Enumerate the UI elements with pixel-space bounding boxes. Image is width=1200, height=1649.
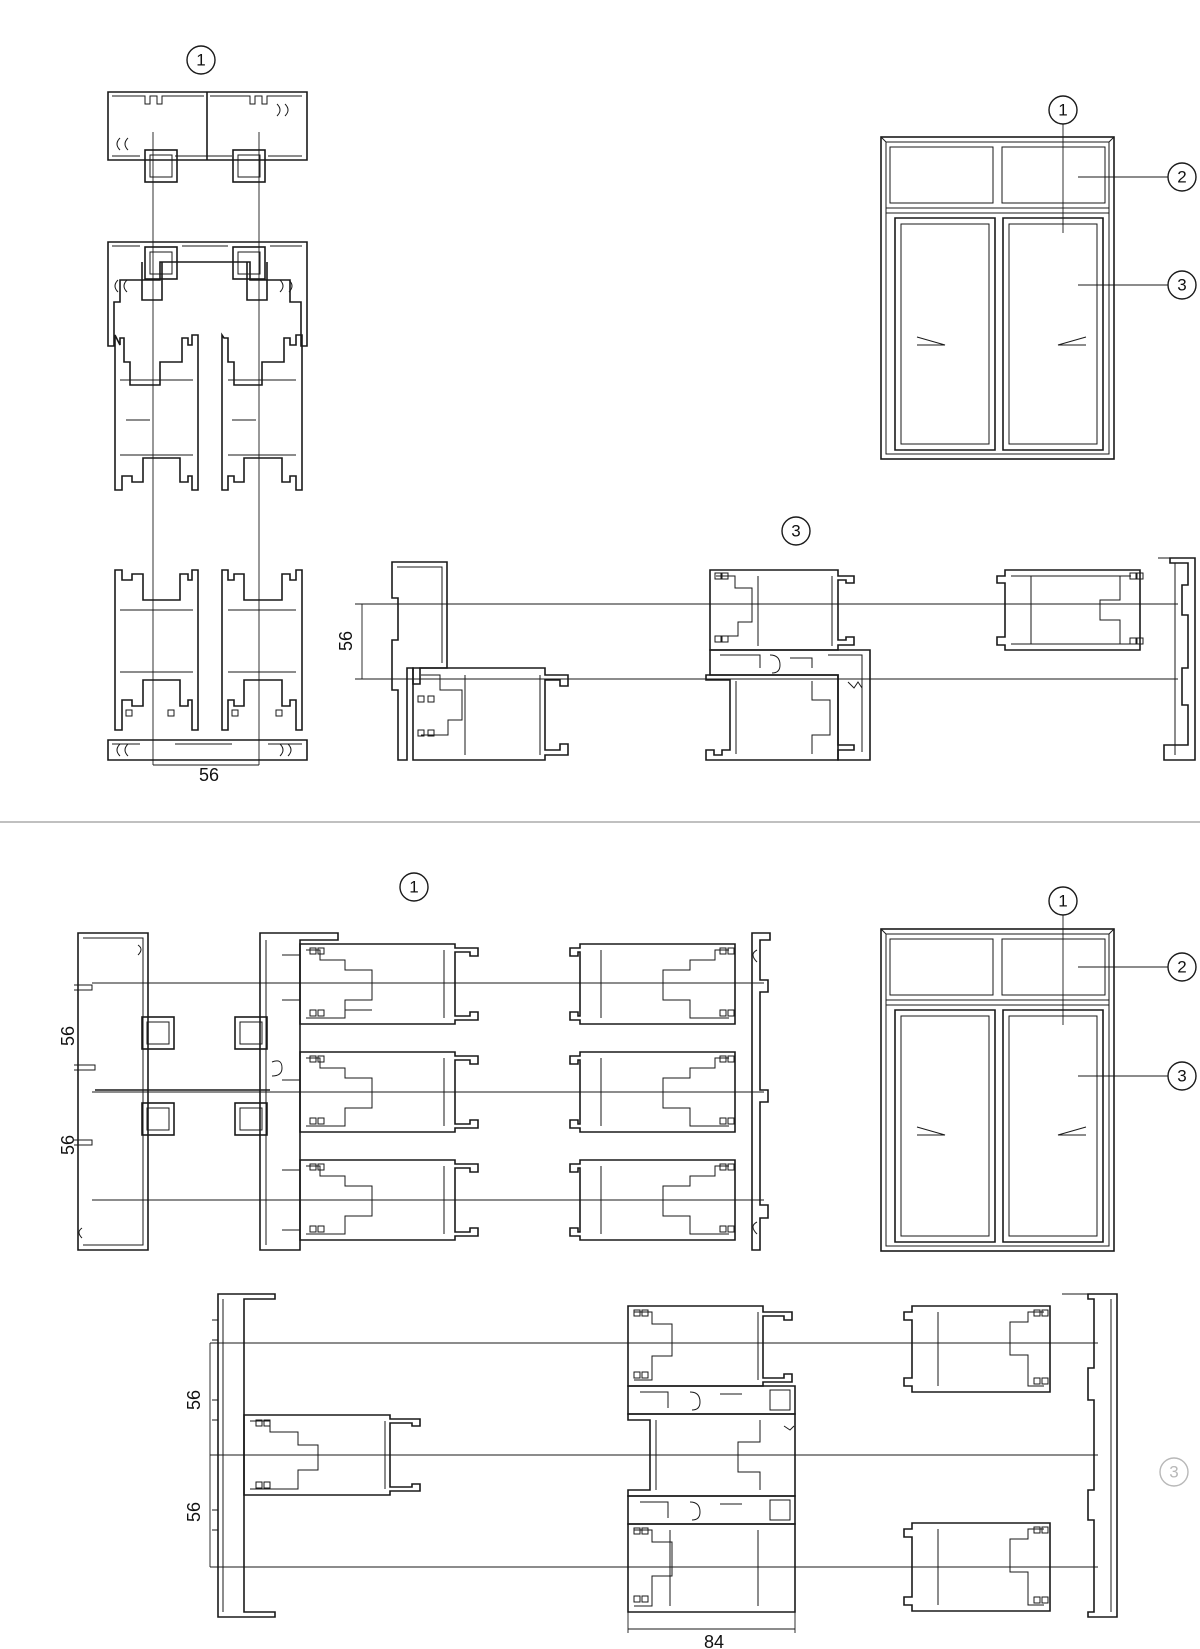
callout-bottom-elevation-1: 1	[1048, 886, 1078, 916]
dim-bottom-sash-lower: 56	[184, 1502, 204, 1522]
callout-top-elevation-3: 3	[1167, 270, 1197, 300]
dim-top-horizontal-height: 56	[336, 631, 356, 651]
callout-top-section-1: 1	[186, 45, 216, 75]
callout-bottom-section-3: 3	[1159, 1457, 1189, 1487]
bottom-right-sashes	[569, 932, 771, 1251]
svg-text:2: 2	[1177, 168, 1186, 187]
dim-top-vertical-width: 56	[199, 765, 219, 785]
bottom-window-elevation	[880, 915, 1168, 1252]
svg-text:3: 3	[1177, 276, 1186, 295]
bottom-left-sashes	[299, 943, 479, 1241]
dim-bottom-sash-depth: 84	[704, 1632, 724, 1649]
svg-text:1: 1	[1058, 101, 1067, 120]
bottom-horizontal-section: 56 56	[58, 932, 771, 1251]
svg-text:1: 1	[409, 878, 418, 897]
bottom-sash-section: 56 56 84	[184, 1293, 1118, 1649]
dim-bottom-sash-upper: 56	[184, 1390, 204, 1410]
svg-text:1: 1	[1058, 892, 1067, 911]
callout-top-elevation-2: 2	[1167, 162, 1197, 192]
svg-text:1: 1	[196, 51, 205, 70]
svg-text:3: 3	[791, 522, 800, 541]
callout-top-section-3: 3	[781, 516, 811, 546]
top-vertical-section: 56	[107, 91, 308, 785]
top-window-elevation	[880, 123, 1168, 460]
svg-text:3: 3	[1169, 1463, 1178, 1482]
dim-bottom-profile-lower: 56	[58, 1135, 78, 1155]
callout-bottom-section-1: 1	[399, 872, 429, 902]
callout-top-elevation-1: 1	[1048, 95, 1078, 125]
callout-bottom-elevation-3: 3	[1167, 1061, 1197, 1091]
callout-bottom-elevation-2: 2	[1167, 952, 1197, 982]
dim-bottom-profile-upper: 56	[58, 1026, 78, 1046]
top-horizontal-section: 56	[336, 557, 1196, 761]
svg-text:3: 3	[1177, 1067, 1186, 1086]
svg-text:2: 2	[1177, 958, 1186, 977]
